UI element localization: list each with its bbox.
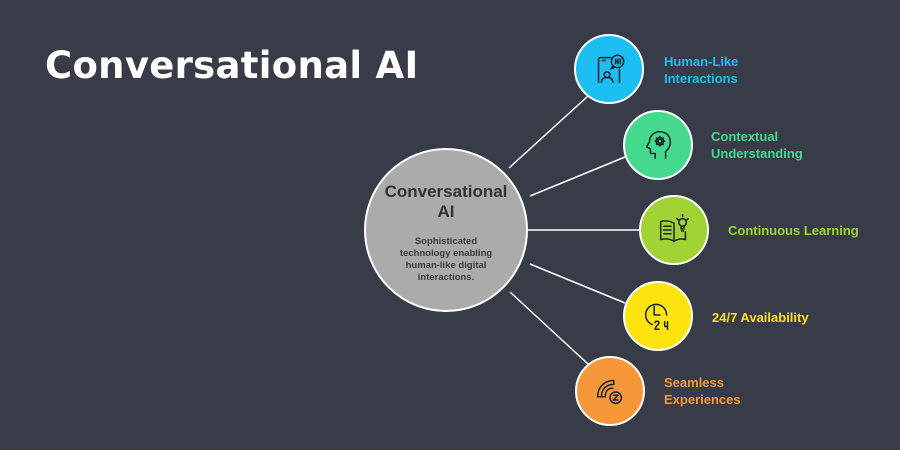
signal-z-icon [596,379,623,405]
node-human-like-interactions [574,34,644,104]
node-continuous-learning [639,195,709,265]
node-seamless-experiences [575,356,645,426]
node-contextual-understanding [623,110,693,180]
clock-24-icon [644,303,669,331]
node-label-human-like-interactions: Human-Like Interactions [664,54,739,86]
central-node: Conversational AI Sophisticated technolo… [364,148,528,312]
central-node-description: Sophisticated technology enabling human-… [399,236,493,283]
phone-chat-hi-icon [597,54,625,84]
page-title: Conversational AI [45,44,419,87]
node-label-continuous-learning: Continuous Learning [728,223,859,238]
node-24-7-availability [623,281,693,351]
central-node-title: Conversational AI [384,182,508,221]
book-lightbulb-icon [659,214,690,243]
node-label-contextual-understanding: Contextual Understanding [711,129,803,161]
head-gear-icon [645,130,672,160]
node-label-seamless-experiences: Seamless Experiences [664,375,741,407]
node-label-24-7-availability: 24/7 Availability [712,310,809,325]
